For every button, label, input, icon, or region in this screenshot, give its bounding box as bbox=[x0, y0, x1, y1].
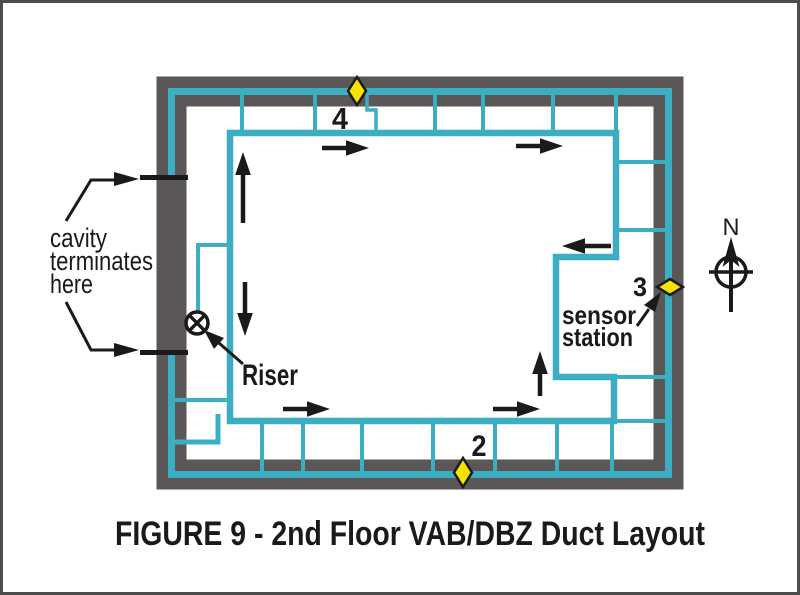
cavity-note-line1: cavity bbox=[50, 223, 107, 253]
duct-branch-rungs bbox=[171, 92, 669, 475]
flow-arrow-down-riser bbox=[237, 282, 253, 336]
flow-arrow-top-left bbox=[322, 140, 369, 156]
cavity-terminates-callout: cavity terminates here bbox=[50, 172, 153, 357]
duct-marker-3-diamond bbox=[654, 277, 686, 297]
riser-callout-arrow bbox=[204, 330, 244, 366]
inner-duct-loop bbox=[226, 129, 620, 425]
riser-branch-duct bbox=[196, 243, 230, 311]
flow-arrow-top-right bbox=[516, 138, 563, 154]
duct-step-branch bbox=[171, 414, 221, 445]
riser-symbol bbox=[184, 310, 210, 336]
flow-arrow-notch-west bbox=[562, 238, 611, 254]
figure-title: FIGURE 9 - 2nd Floor VAB/DBZ Duct Layout bbox=[115, 515, 705, 553]
duct-marker-2-label: 2 bbox=[472, 430, 487, 463]
callout-arrow-lower bbox=[64, 301, 139, 357]
sensor-callout-arrow bbox=[635, 292, 661, 327]
duct-marker-4-diamond bbox=[346, 74, 368, 108]
flow-arrow-up-left-duct bbox=[235, 152, 251, 223]
north-compass: N bbox=[709, 214, 753, 312]
sensor-note-line2: station bbox=[562, 322, 633, 352]
duct-rung-jog bbox=[365, 95, 378, 133]
duct-marker-2-diamond bbox=[452, 455, 474, 490]
compass-north-pointer bbox=[722, 237, 740, 267]
cavity-note-line2: terminates bbox=[50, 246, 153, 276]
flow-arrow-bottom-left bbox=[283, 401, 330, 417]
duct-marker-4-label: 4 bbox=[332, 101, 349, 136]
sensor-note-line1: sensor bbox=[562, 300, 636, 330]
sensor-station-note: sensor station bbox=[562, 292, 661, 352]
flow-arrow-bottom-right bbox=[493, 401, 540, 417]
flow-arrow-sensor-up bbox=[532, 351, 548, 396]
duct-marker-3-label: 3 bbox=[633, 272, 647, 302]
callout-arrow-upper bbox=[64, 172, 139, 222]
north-label: N bbox=[723, 214, 740, 241]
riser-label: Riser bbox=[242, 359, 298, 392]
cavity-note-line3: here bbox=[50, 269, 93, 299]
